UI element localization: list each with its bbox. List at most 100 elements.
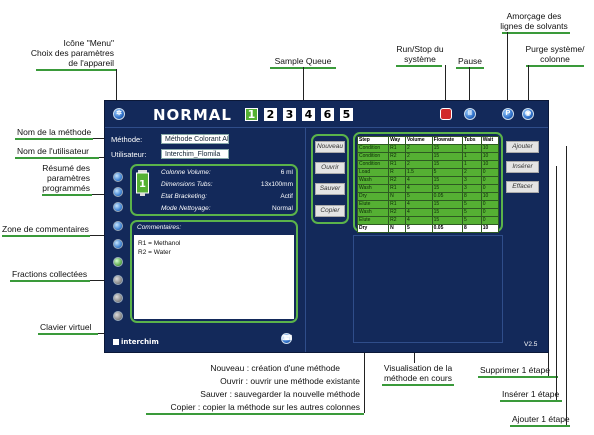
- open-method-button[interactable]: Ouvrir: [315, 162, 345, 174]
- annotation-action-sauver: Sauver : sauvegarder la nouvelle méthode: [200, 389, 360, 399]
- table-cell: Condition: [356, 144, 390, 153]
- priming-button[interactable]: P: [502, 108, 514, 120]
- keyboard-icon[interactable]: ⌨: [281, 333, 293, 344]
- summary-col-volume-label: Colonne Volume:: [161, 169, 211, 176]
- table-header-cell: Tubs: [461, 136, 482, 145]
- queue-slot-5[interactable]: 6: [321, 108, 334, 121]
- table-cell: 15: [431, 184, 463, 193]
- new-method-button[interactable]: Nouveau: [315, 141, 345, 153]
- table-cell: 2: [404, 152, 433, 161]
- table-cell: 0.05: [431, 224, 463, 233]
- save-method-button[interactable]: Sauver: [315, 183, 345, 195]
- pause-button[interactable]: II: [464, 108, 476, 120]
- svg-text:1: 1: [139, 179, 146, 190]
- leader-line: [566, 146, 567, 425]
- table-cell: 4: [404, 176, 433, 185]
- mode-title: NORMAL: [153, 106, 232, 124]
- annotation-underline: [456, 67, 484, 69]
- leader-line: [556, 166, 557, 400]
- table-cell: Wash: [356, 176, 390, 185]
- table-cell: 2: [404, 160, 433, 169]
- leader-line: [93, 138, 108, 139]
- annotation-underline: [478, 376, 558, 378]
- annotation-menu-icon-1: Icône "Menu": [63, 38, 114, 48]
- table-cell: R1: [388, 144, 406, 153]
- annotation-comments: Zone de commentaires: [2, 224, 89, 234]
- table-cell: Wash: [356, 208, 390, 217]
- summary-cleaning-label: Mode Nettoyage:: [161, 205, 211, 212]
- menu-gear-icon[interactable]: ✲: [113, 108, 125, 120]
- add-step-button[interactable]: Ajouter: [506, 141, 539, 153]
- annotation-priming-2: lignes de solvants: [500, 21, 568, 31]
- version-label: V2.5: [524, 341, 538, 348]
- fraction-indicator: [113, 293, 123, 303]
- comments-panel: [130, 220, 298, 323]
- annotation-method-name: Nom de la méthode: [17, 127, 92, 137]
- table-cell: 15: [431, 152, 463, 161]
- table-cell: 2: [461, 168, 482, 177]
- annotation-action-nouveau: Nouveau : création d'une méthode: [210, 363, 340, 373]
- summary-col-volume-value: 6 ml: [280, 169, 293, 176]
- queue-slot-3[interactable]: 3: [283, 108, 296, 121]
- copy-method-button[interactable]: Copier: [315, 205, 345, 217]
- table-cell: 5: [461, 208, 482, 217]
- method-field[interactable]: Méthode Colorant AI: [161, 134, 229, 144]
- table-cell: 2: [404, 144, 433, 153]
- annotation-underline: [15, 138, 93, 140]
- summary-tube-dim-value: 13x100mm: [260, 181, 293, 188]
- annotation-purge-1: Purge système/: [525, 44, 585, 54]
- table-cell: R2: [388, 152, 406, 161]
- fraction-indicator: [113, 275, 123, 285]
- annotation-underline: [526, 65, 584, 67]
- table-cell: 0: [480, 168, 500, 177]
- table-cell: 10: [480, 224, 500, 233]
- table-cell: Load: [356, 168, 390, 177]
- table-header-cell: Way: [388, 136, 406, 145]
- table-cell: 8: [461, 192, 482, 201]
- annotation-visualisation-2: méthode en cours: [383, 373, 453, 383]
- delete-step-button[interactable]: Effacer: [506, 181, 539, 193]
- annotation-underline: [500, 400, 562, 402]
- table-header-cell: Flowrate: [431, 136, 463, 145]
- table-cell: N: [388, 192, 406, 201]
- table-cell: 0.05: [431, 192, 463, 201]
- queue-slot-6[interactable]: 5: [340, 108, 353, 121]
- queue-slot-1[interactable]: 1: [245, 108, 258, 121]
- purge-button[interactable]: ◉: [522, 108, 534, 120]
- insert-step-button[interactable]: Insérer: [506, 161, 539, 173]
- queue-slot-4[interactable]: 4: [302, 108, 315, 121]
- table-cell: R2: [388, 176, 406, 185]
- queue-slot-2[interactable]: 2: [264, 108, 277, 121]
- table-cell: 10: [480, 152, 500, 161]
- panel-divider: [305, 128, 306, 352]
- leader-line: [99, 157, 108, 158]
- table-cell: 15: [431, 200, 463, 209]
- annotation-underline: [502, 32, 570, 34]
- header-divider: [105, 127, 548, 128]
- user-field[interactable]: Interchim_Flomila: [161, 149, 229, 159]
- table-cell: 5: [404, 192, 433, 201]
- run-stop-button[interactable]: [440, 108, 452, 120]
- table-cell: 3: [461, 176, 482, 185]
- summary-bracketing-value: Actif: [280, 193, 293, 200]
- table-cell: 0: [480, 176, 500, 185]
- leader-line: [445, 65, 446, 101]
- annotation-summary-1: Résumé des: [42, 163, 90, 173]
- comments-textarea[interactable]: R1 = Methanol R2 = Water: [134, 235, 294, 319]
- summary-panel: [130, 164, 298, 216]
- annotation-run-stop-2: système: [404, 54, 436, 64]
- fraction-indicator: [113, 311, 123, 321]
- table-header-cell: Wait: [480, 136, 500, 145]
